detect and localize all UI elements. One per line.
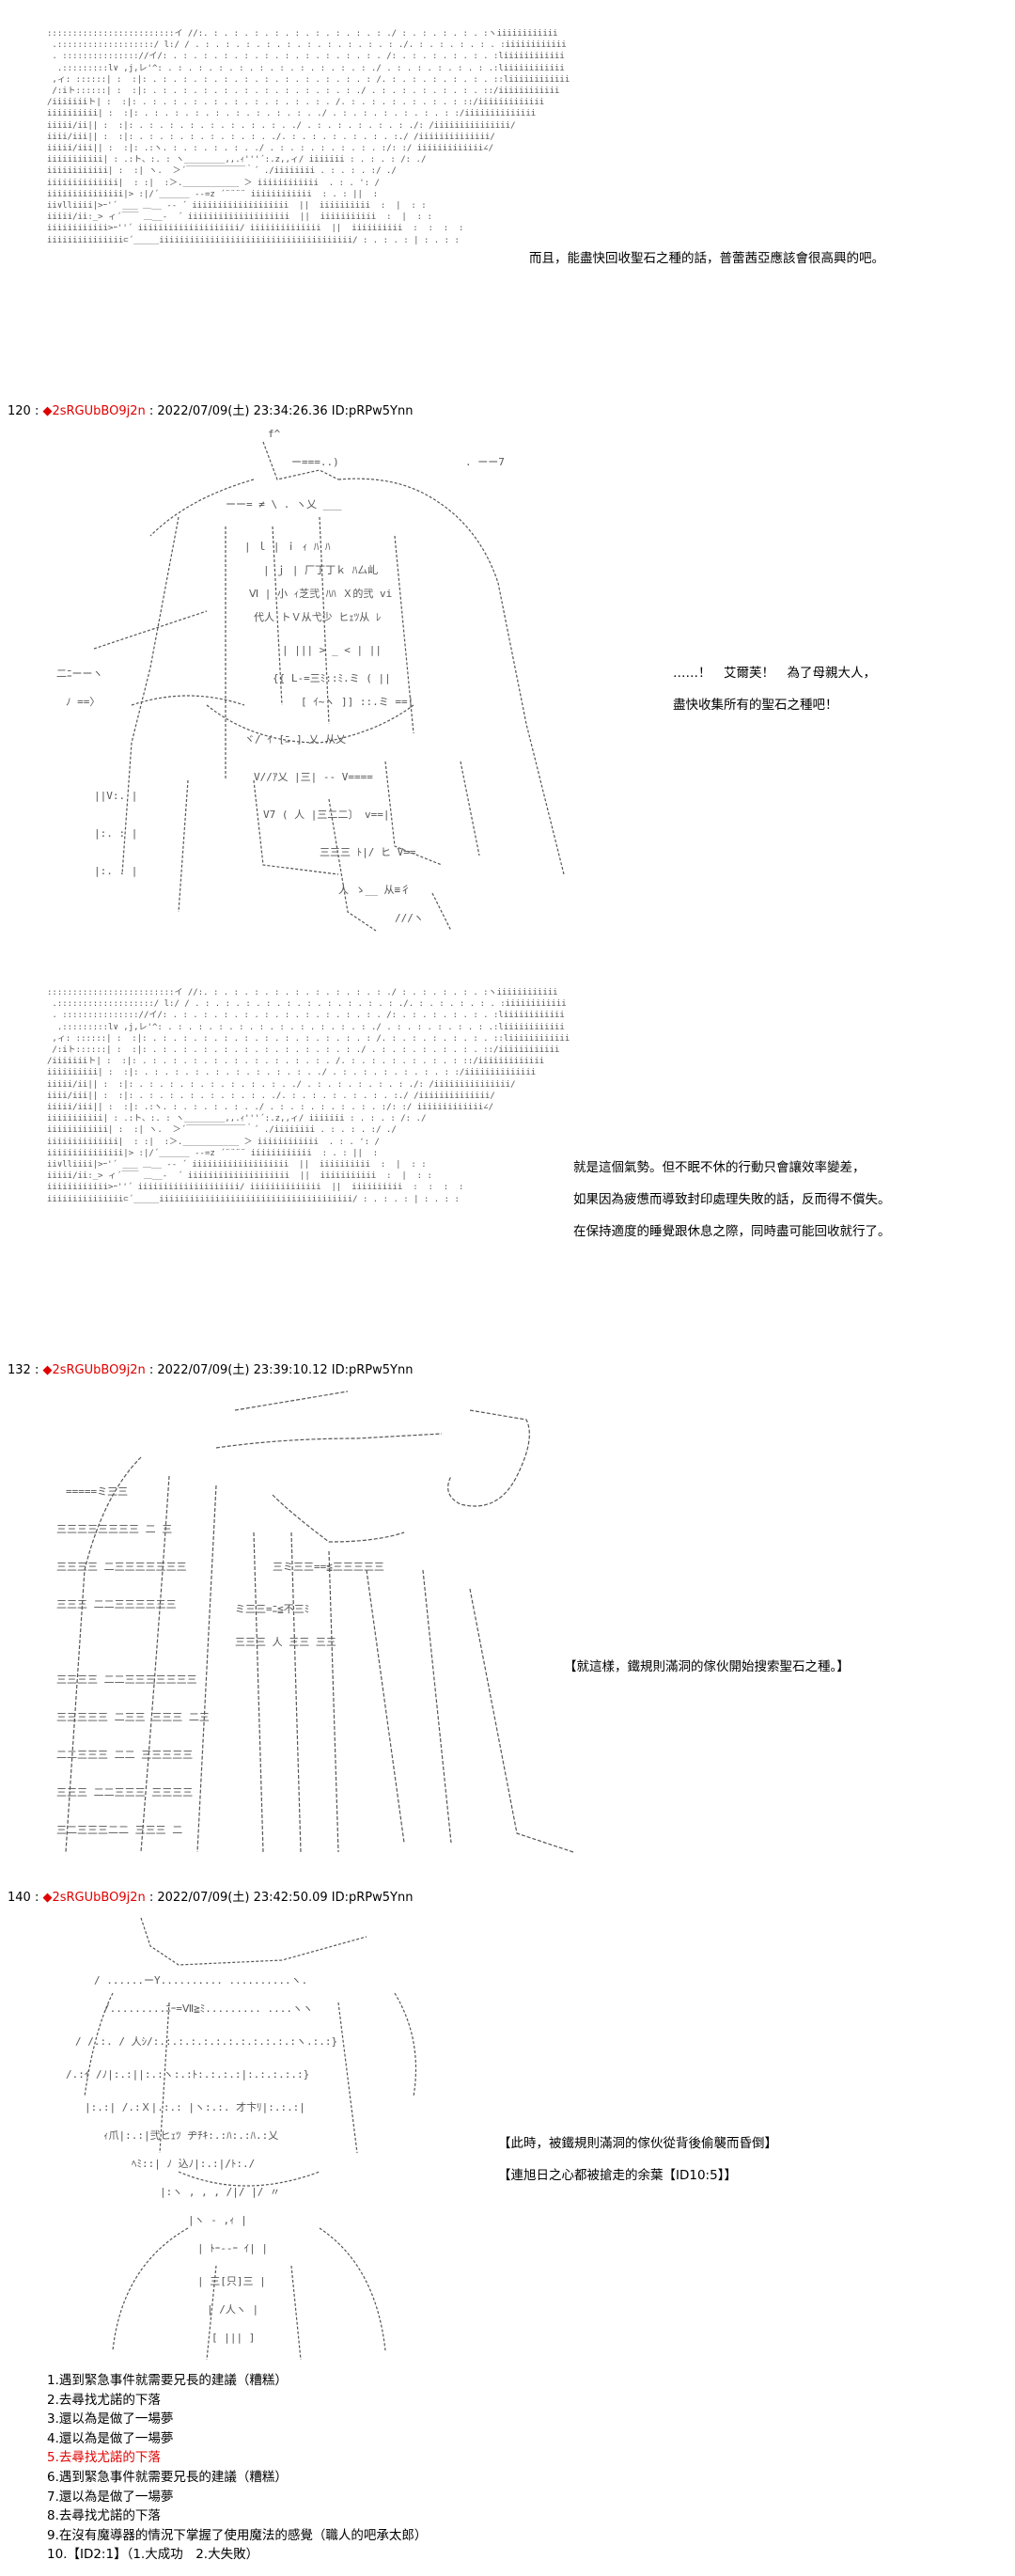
- svg-text:/ /.:. / 人ｼ/:.:.:.:.:.:.:.:.: / /.:. / 人ｼ/:.:.:.:.:.:.:.:.:.:.:.:ヽ.:.:…: [75, 2035, 337, 2048]
- svg-text:|:. . |: |:. . |: [94, 865, 137, 877]
- svg-text:三ミ三三==≦三三三三三: 三ミ三三==≦三三三三三: [273, 1561, 384, 1573]
- choice-item-8: 8.去尋找尤諾的下落: [47, 2508, 161, 2524]
- svg-text:ミ三三=ﾆ≦不三ﾐ: ミ三三=ﾆ≦不三ﾐ: [235, 1603, 309, 1615]
- svg-text:代人 トＶ从弋少 ヒｪﾂ从 ﾚ: 代人 トＶ从弋少 ヒｪﾂ从 ﾚ: [254, 611, 381, 623]
- choice-item-4: 4.還以為是做了一場夢: [47, 2430, 174, 2446]
- trip-diamond-icon: ◆: [42, 1363, 53, 1377]
- svg-text:| ||| > _ < | ||: | ||| > _ < | ||: [282, 644, 382, 656]
- svg-text:三二三三三二二 三三三 二: 三二三三三二二 三三三 二: [56, 1824, 182, 1836]
- svg-text:| ｌ | ｉ ｨ ﾊ ﾊ: | ｌ | ｉ ｨ ﾊ ﾊ: [244, 541, 331, 553]
- separator-colon: :: [148, 404, 158, 418]
- trip-diamond-icon: ◆: [42, 404, 53, 418]
- poster-trip[interactable]: 2sRGUbBO9j2n: [52, 1891, 146, 1905]
- trip-diamond-icon: ◆: [42, 1891, 53, 1905]
- svg-text:人 ゝ__ 从≡彳: 人 ゝ__ 从≡彳: [338, 884, 411, 896]
- poster-trip[interactable]: 2sRGUbBO9j2n: [52, 404, 146, 418]
- svg-text:二二三三三 二二 三三三三三: 二二三三三 二二 三三三三三: [56, 1749, 193, 1761]
- choice-item-3: 3.還以為是做了一場夢: [47, 2411, 174, 2427]
- svg-text:/ ......ーY.......... .........: / ......ーY.......... ..........ヽ.: [94, 1974, 307, 1987]
- choice-item-10: 10.【ID2:1】（1.大成功 2.大失敗）: [47, 2547, 259, 2563]
- post-number: 120: [8, 404, 31, 418]
- svg-text:| /人ヽ |: | /人ヽ |: [207, 2303, 258, 2316]
- svg-text:. ーー7: . ーー7: [465, 456, 505, 468]
- svg-text:二ﾆーーヽ: 二ﾆーーヽ: [56, 668, 103, 680]
- svg-text:三三三 人 三三 三三: 三三三 人 三三 三三: [235, 1636, 336, 1648]
- choice-item-6: 6.遇到緊急事件就需要兄長的建議（糟糕）: [47, 2469, 288, 2485]
- svg-text:/.........ﾆｰ=Ⅶ≧ﾐ......... ....: /.........ﾆｰ=Ⅶ≧ﾐ......... ....ヽヽ: [103, 2003, 313, 2015]
- svg-text:V//ｱ乂 |三| -- V====: V//ｱ乂 |三| -- V====: [254, 771, 373, 783]
- svg-text:[ ||| ]: [ ||| ]: [211, 2332, 255, 2344]
- post-date: 2022/07/09(土) 23:34:26.36 ID:pRPw5Ynn: [157, 404, 414, 418]
- svg-text:|ヽ ‐ ,ｨ |: |ヽ ‐ ,ｨ |: [188, 2214, 247, 2226]
- dialog-line: ……！ 艾爾芙！ 為了母親大人，: [673, 666, 876, 681]
- svg-text:|:. : |: |:. : |: [94, 827, 137, 840]
- choice-item-5-highlighted: 5.去尋找尤諾的下落: [47, 2450, 161, 2466]
- svg-text:| 三[只]三 |: | 三[只]三 |: [197, 2275, 266, 2287]
- svg-text:三三三 二二三三三 三三三三: 三三三 二二三三三 三三三三: [56, 1786, 193, 1798]
- svg-text:ｨ爪|:.:|弐ヒｪﾂ ヂﾁｷ:.:ﾊ:.:ﾊ.:乂: ｨ爪|:.:|弐ヒｪﾂ ヂﾁｷ:.:ﾊ:.:ﾊ.:乂: [103, 2129, 278, 2142]
- dialog-panel-2: ……！ 艾爾芙！ 為了母親大人， 盡快收集所有的聖石之種吧！: [673, 657, 876, 721]
- svg-text:///ヽ: ///ヽ: [395, 912, 424, 924]
- svg-text:三三三 二二三三三三三三: 三三三 二二三三三三三三: [56, 1598, 177, 1610]
- svg-text:{{ L-=三ﾐ::ﾐ.ミ ( ||: {{ L-=三ﾐ::ﾐ.ミ ( ||: [273, 672, 391, 684]
- separator-colon: :: [34, 1891, 43, 1905]
- choice-item-9: 9.在沒有魔導器的情況下掌握了使用魔法的感覺（職人的吧承太郎）: [47, 2527, 428, 2543]
- choice-list: 1.遇到緊急事件就需要兄長的建議（糟糕） 2.去尋找尤諾的下落 3.還以為是做了…: [47, 2371, 427, 2565]
- svg-text:| ｊ | 厂丁丁ｋ ﾊ厶乢: | ｊ | 厂丁丁ｋ ﾊ厶乢: [263, 564, 378, 576]
- post-header-140: 140 : ◆2sRGUbBO9j2n : 2022/07/09(土) 23:4…: [8, 1887, 413, 1905]
- svg-text:|:.:| /.:Ｘ|.:.: |ヽ:.:. 才卞ﾘ|:.:: |:.:| /.:Ｘ|.:.: |ヽ:.:. 才卞ﾘ|:.:.:|: [85, 2100, 305, 2113]
- dialog-line: 在保持適度的睡覺跟休息之際，同時盡可能回收就行了。: [573, 1224, 891, 1239]
- post-number: 140: [8, 1891, 31, 1905]
- dialog-line: 就是這個氣勢。但不眠不休的行動只會讓效率變差，: [573, 1160, 866, 1175]
- choice-item-2: 2.去尋找尤諾的下落: [47, 2392, 161, 2408]
- svg-text:三三三 ﾄ|/ ヒ V==: 三三三 ﾄ|/ ヒ V==: [320, 846, 416, 858]
- svg-text:三三三三 二二三三三三三三三: 三三三三 二二三三三三三三三: [56, 1673, 197, 1686]
- svg-text:/.:ｲ /ﾉ|:.:||:.:ヽ:.:ﾄ:.:.:.:|: /.:ｲ /ﾉ|:.:||:.:ヽ:.:ﾄ:.:.:.:|:.:.:.:.:}: [66, 2068, 309, 2081]
- svg-text:=====ミ三三: =====ミ三三: [66, 1485, 128, 1498]
- ascii-art-scene-1: :::::::::::::::::::::::::イ //:. : . : . …: [47, 29, 570, 245]
- post-header-132: 132 : ◆2sRGUbBO9j2n : 2022/07/09(土) 23:3…: [8, 1359, 413, 1377]
- ascii-art-character-boy: / ......ーY.......... ..........ヽ. /.....…: [66, 1917, 417, 2361]
- separator-colon: :: [34, 404, 43, 418]
- svg-text:ーー= ≠ \ . ヽ乂 ___: ーー= ≠ \ . ヽ乂 ___: [226, 498, 342, 510]
- dialog-line: 【就這樣，鐵規則滿洞的傢伙開始搜索聖石之種。】: [564, 1659, 850, 1674]
- svg-text:||V:. |: ||V:. |: [94, 790, 137, 802]
- dialog-panel-4: 【就這樣，鐵規則滿洞的傢伙開始搜索聖石之種。】: [564, 1651, 850, 1683]
- svg-text:V7 ( 人 |三二二〕 v==|: V7 ( 人 |三二二〕 v==|: [263, 809, 389, 821]
- dialog-panel-3: 就是這個氣勢。但不眠不休的行動只會讓效率變差， 如果因為疲憊而導致封印處理失敗的…: [573, 1152, 891, 1248]
- post-number: 132: [8, 1363, 31, 1377]
- separator-colon: :: [34, 1363, 43, 1377]
- dialog-line: 盡快收集所有的聖石之種吧！: [673, 698, 838, 713]
- ascii-art-scene-2: :::::::::::::::::::::::::イ //:. : . : . …: [47, 988, 570, 1204]
- post-header-120: 120 : ◆2sRGUbBO9j2n : 2022/07/09(土) 23:3…: [8, 401, 413, 418]
- separator-colon: :: [148, 1363, 158, 1377]
- dialog-panel-1: 而且，能盡快回收聖石之種的話，普蕾茜亞應該會很高興的吧。: [529, 243, 884, 275]
- svg-text:ヾ/ ｲ [ﾆ ] 乂 从乂: ヾ/ ｲ [ﾆ ] 乂 从乂: [244, 733, 346, 746]
- ascii-art-character-girl: f^ ー===..) . ーー7 ーー= ≠ \ . ヽ乂 ___ | ｌ | …: [56, 428, 565, 932]
- dialog-line: 【此時，被鐵規則滿洞的傢伙從背後偷襲而昏倒】: [498, 2136, 777, 2151]
- ascii-art-cloaked-figure: =====ミ三三 三三三三三三三三 二 三 三三三三 二三三三三三三三 三三三 …: [56, 1390, 574, 1853]
- svg-text:ﾉ ==〉: ﾉ ==〉: [66, 696, 100, 708]
- svg-text:Ⅵ | 小 ｨ芝弐 ﾊﾊ Ｘ的弐 vi: Ⅵ | 小 ｨ芝弐 ﾊﾊ Ｘ的弐 vi: [249, 587, 392, 600]
- post-date: 2022/07/09(土) 23:42:50.09 ID:pRPw5Ynn: [157, 1891, 414, 1905]
- svg-text:三三三三 二三三三三三三三: 三三三三 二三三三三三三三: [56, 1561, 187, 1573]
- post-date: 2022/07/09(土) 23:39:10.12 ID:pRPw5Ynn: [157, 1363, 414, 1377]
- svg-text:| ﾄｰ--ｰ ｲ| |: | ﾄｰ--ｰ ｲ| |: [197, 2242, 268, 2254]
- choice-item-1: 1.遇到緊急事件就需要兄長的建議（糟糕）: [47, 2373, 288, 2388]
- svg-text:ー===..): ー===..): [291, 456, 339, 468]
- poster-trip[interactable]: 2sRGUbBO9j2n: [52, 1363, 146, 1377]
- separator-colon: :: [148, 1891, 158, 1905]
- dialog-line: 【連旭日之心都被搶走的余葉【ID10:5】】: [498, 2168, 737, 2183]
- choice-item-7: 7.還以為是做了一場夢: [47, 2489, 174, 2505]
- svg-text:[ ｲ~ヽ ]] ::.ミ ==|: [ ｲ~ヽ ]] ::.ミ ==|: [301, 696, 414, 708]
- svg-text:ﾍﾐ::| ﾉ 込ﾉ|:.:|/ﾄ:./: ﾍﾐ::| ﾉ 込ﾉ|:.:|/ﾄ:./: [132, 2158, 255, 2170]
- svg-text:f^: f^: [268, 428, 281, 440]
- svg-text:三三三三三 二三三 三三三 二三: 三三三三三 二三三 三三三 二三: [56, 1711, 210, 1723]
- svg-text:三三三三三三三三 二 三: 三三三三三三三三 二 三: [56, 1523, 172, 1535]
- dialog-line: 如果因為疲憊而導致封印處理失敗的話，反而得不償失。: [573, 1192, 891, 1207]
- dialog-panel-5: 【此時，被鐵規則滿洞的傢伙從背後偷襲而昏倒】 【連旭日之心都被搶走的余葉【ID1…: [498, 2128, 777, 2191]
- dialog-line: 而且，能盡快回收聖石之種的話，普蕾茜亞應該會很高興的吧。: [529, 251, 884, 266]
- svg-text:|:ヽ , , , /|/ |/ 〃: |:ヽ , , , /|/ |/ 〃: [160, 2186, 280, 2198]
